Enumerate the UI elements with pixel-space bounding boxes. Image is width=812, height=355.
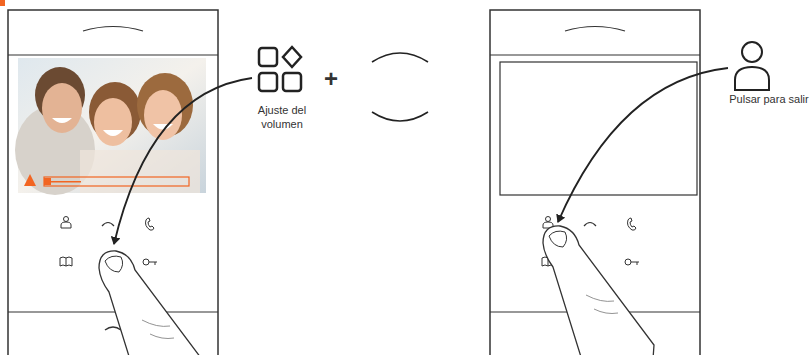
monitor-left [8,311,218,312]
person-icon [735,42,769,90]
apps-icon [259,73,277,91]
apps-icon [283,47,301,67]
volume-bar [24,174,189,186]
pointer-arrow [558,68,728,222]
illustration [99,251,210,355]
monitor-right [500,62,697,195]
monitor-left [105,327,121,330]
screen-photo [52,118,72,123]
monitor-right [565,27,625,32]
screen-photo [94,98,132,146]
monitor-left [8,54,218,55]
screen-photo [103,130,123,136]
monitor-left [83,27,143,32]
corner-mark [0,0,5,6]
person-icon [735,67,769,90]
person-icon [742,42,762,62]
screen-photo [15,58,206,195]
icon-caption: Ajuste del volumen [244,104,320,132]
screen-photo [42,83,82,133]
plus-sign: + [318,64,344,94]
chevron-up [372,53,428,62]
illustration [543,226,654,355]
screen-photo [153,124,173,130]
apps-icon [283,73,301,91]
volume-bar [44,178,51,185]
apps-icon [259,47,301,91]
monitor-right [490,54,700,55]
apps-icon [259,48,277,66]
volume-bar [24,174,36,186]
icon-caption: Pulsar para salir [726,93,812,107]
volume-bar [44,177,189,186]
volume-bar [51,181,81,183]
chevron-down [372,112,428,121]
pointer-arrow [114,78,252,244]
